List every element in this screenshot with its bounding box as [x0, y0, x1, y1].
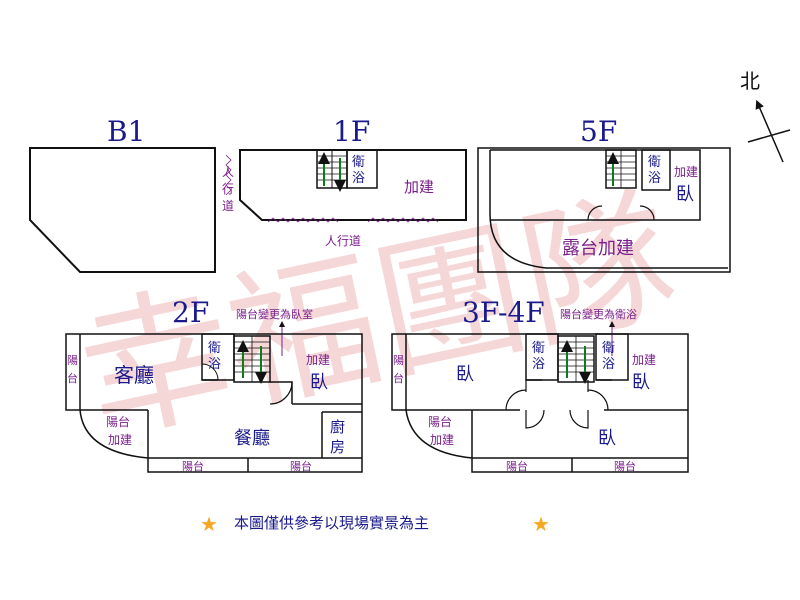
3f-4f-side-balcony-label-1: 陽 — [393, 354, 404, 367]
floor-title-1f: 1F — [333, 115, 370, 148]
3f-4f-door-right-icon — [587, 389, 609, 411]
2f-bottom-balcony-label-1: 陽台 — [182, 459, 204, 473]
2f-kitchen-label-2: 房 — [330, 438, 345, 456]
2f-side-balcony-label-1: 陽 — [67, 354, 78, 367]
2f-note: 陽台變更為臥室 — [236, 307, 313, 321]
3f-4f-side-balcony-label-2: 台 — [393, 371, 404, 385]
1f-extension-label: 加建 — [404, 178, 434, 196]
3f-4f-balcony-ext-label-1: 陽台 — [428, 414, 452, 429]
north-arrow-icon — [755, 99, 784, 163]
3f-4f-bottom-balcony-label-2: 陽台 — [614, 459, 636, 473]
3f-4f-balcony-ext-label-2: 加建 — [430, 433, 454, 447]
floor-3f-4f: 3F-4F 陽台變更為衛浴 衛 浴 衛 浴 臥 — [391, 296, 689, 473]
footer-disclaimer: 本圖僅供參考以現場實景為主 — [234, 514, 429, 532]
3f-4f-bath-left-label-2: 浴 — [532, 357, 545, 372]
3f-4f-bath-right-label-1: 衛 — [602, 341, 615, 356]
3f-4f-door-left-icon — [505, 389, 527, 411]
compass: 北 — [740, 69, 791, 163]
1f-sidewalk-left-label: 人行道 — [222, 165, 234, 213]
5f-door-right-icon — [639, 205, 655, 221]
3f-4f-bath-left-label-1: 衛 — [532, 341, 545, 356]
2f-balcony-ext-label-2: 加建 — [108, 433, 132, 447]
1f-bath — [346, 149, 378, 189]
3f-4f-bedroom-left-label: 臥 — [456, 364, 474, 385]
3f-4f-door-bottom-right-icon — [569, 409, 589, 429]
b1-outline — [29, 147, 216, 273]
2f-extension-label: 加建 — [306, 353, 330, 367]
5f-extension-label: 加建 — [674, 165, 698, 179]
5f-terrace-label: 露台加建 — [562, 238, 634, 259]
2f-side-balcony-label-2: 台 — [67, 371, 78, 385]
north-label: 北 — [740, 69, 760, 93]
footer: ★ 本圖僅供參考以現場實景為主 ★ — [200, 512, 550, 536]
2f-door-icon — [269, 381, 293, 405]
5f-terrace-curve — [489, 150, 728, 269]
floor-title-2f: 2F — [172, 296, 209, 329]
5f-bath — [641, 149, 671, 191]
2f-bath-label-1: 衛 — [208, 341, 221, 356]
floor-1f: 1F 衛 浴 加建 人行道 人行道 — [222, 115, 467, 248]
3f-4f-door-bottom-left-icon — [525, 409, 545, 429]
2f-bedroom-label: 臥 — [310, 372, 328, 393]
1f-bath-label-2: 浴 — [352, 171, 365, 186]
floor-b1: B1 — [29, 115, 216, 273]
floor-title-b1: B1 — [107, 115, 145, 148]
2f-dining-room-label: 餐廳 — [234, 428, 270, 449]
2f-bottom-balcony-label-2: 陽台 — [290, 459, 312, 473]
3f-4f-note: 陽台變更為衛浴 — [560, 307, 637, 321]
3f-4f-extension-label: 加建 — [632, 353, 656, 367]
1f-sidewalk-bottom-label: 人行道 — [325, 234, 361, 248]
5f-bedroom-label: 臥 — [676, 184, 694, 205]
3f-4f-bottom-balcony-label-1: 陽台 — [506, 459, 528, 473]
floor-2f: 2F 陽台變更為臥室 衛 浴 客廳 餐廳 廚 房 — [65, 296, 363, 473]
2f-balcony-ext-label-1: 陽台 — [106, 414, 130, 429]
3f-4f-bath-right-label-2: 浴 — [602, 357, 615, 372]
3f-4f-bedroom-right-label: 臥 — [632, 372, 650, 393]
2f-kitchen-label-1: 廚 — [330, 418, 345, 436]
5f-bath-label-1: 衛 — [648, 155, 661, 170]
floor-title-5f: 5F — [580, 115, 617, 148]
floor-5f: 5F 衛 浴 加建 臥 露台加建 — [477, 115, 731, 273]
1f-sidewalk-left-marks — [225, 154, 232, 196]
star-right-icon: ★ — [532, 512, 550, 536]
1f-bath-label-1: 衛 — [352, 155, 365, 170]
5f-door-left-icon — [587, 205, 603, 221]
1f-outline — [239, 149, 467, 221]
1f-sidewalk-bottom-marks-a — [267, 217, 339, 223]
1f-sidewalk-bottom-marks-b — [367, 217, 439, 223]
5f-interior-outline — [490, 149, 701, 221]
2f-living-room-label: 客廳 — [114, 363, 154, 387]
5f-outer-outline — [477, 147, 731, 273]
3f-4f-bedroom-bottom-label: 臥 — [598, 428, 616, 449]
floor-title-3f-4f: 3F-4F — [462, 296, 545, 329]
2f-bath-door-icon — [201, 363, 219, 381]
2f-bath-label-2: 浴 — [208, 357, 221, 372]
compass-cross-line — [747, 129, 791, 143]
5f-bath-label-2: 浴 — [648, 171, 661, 186]
star-left-icon: ★ — [200, 512, 218, 536]
